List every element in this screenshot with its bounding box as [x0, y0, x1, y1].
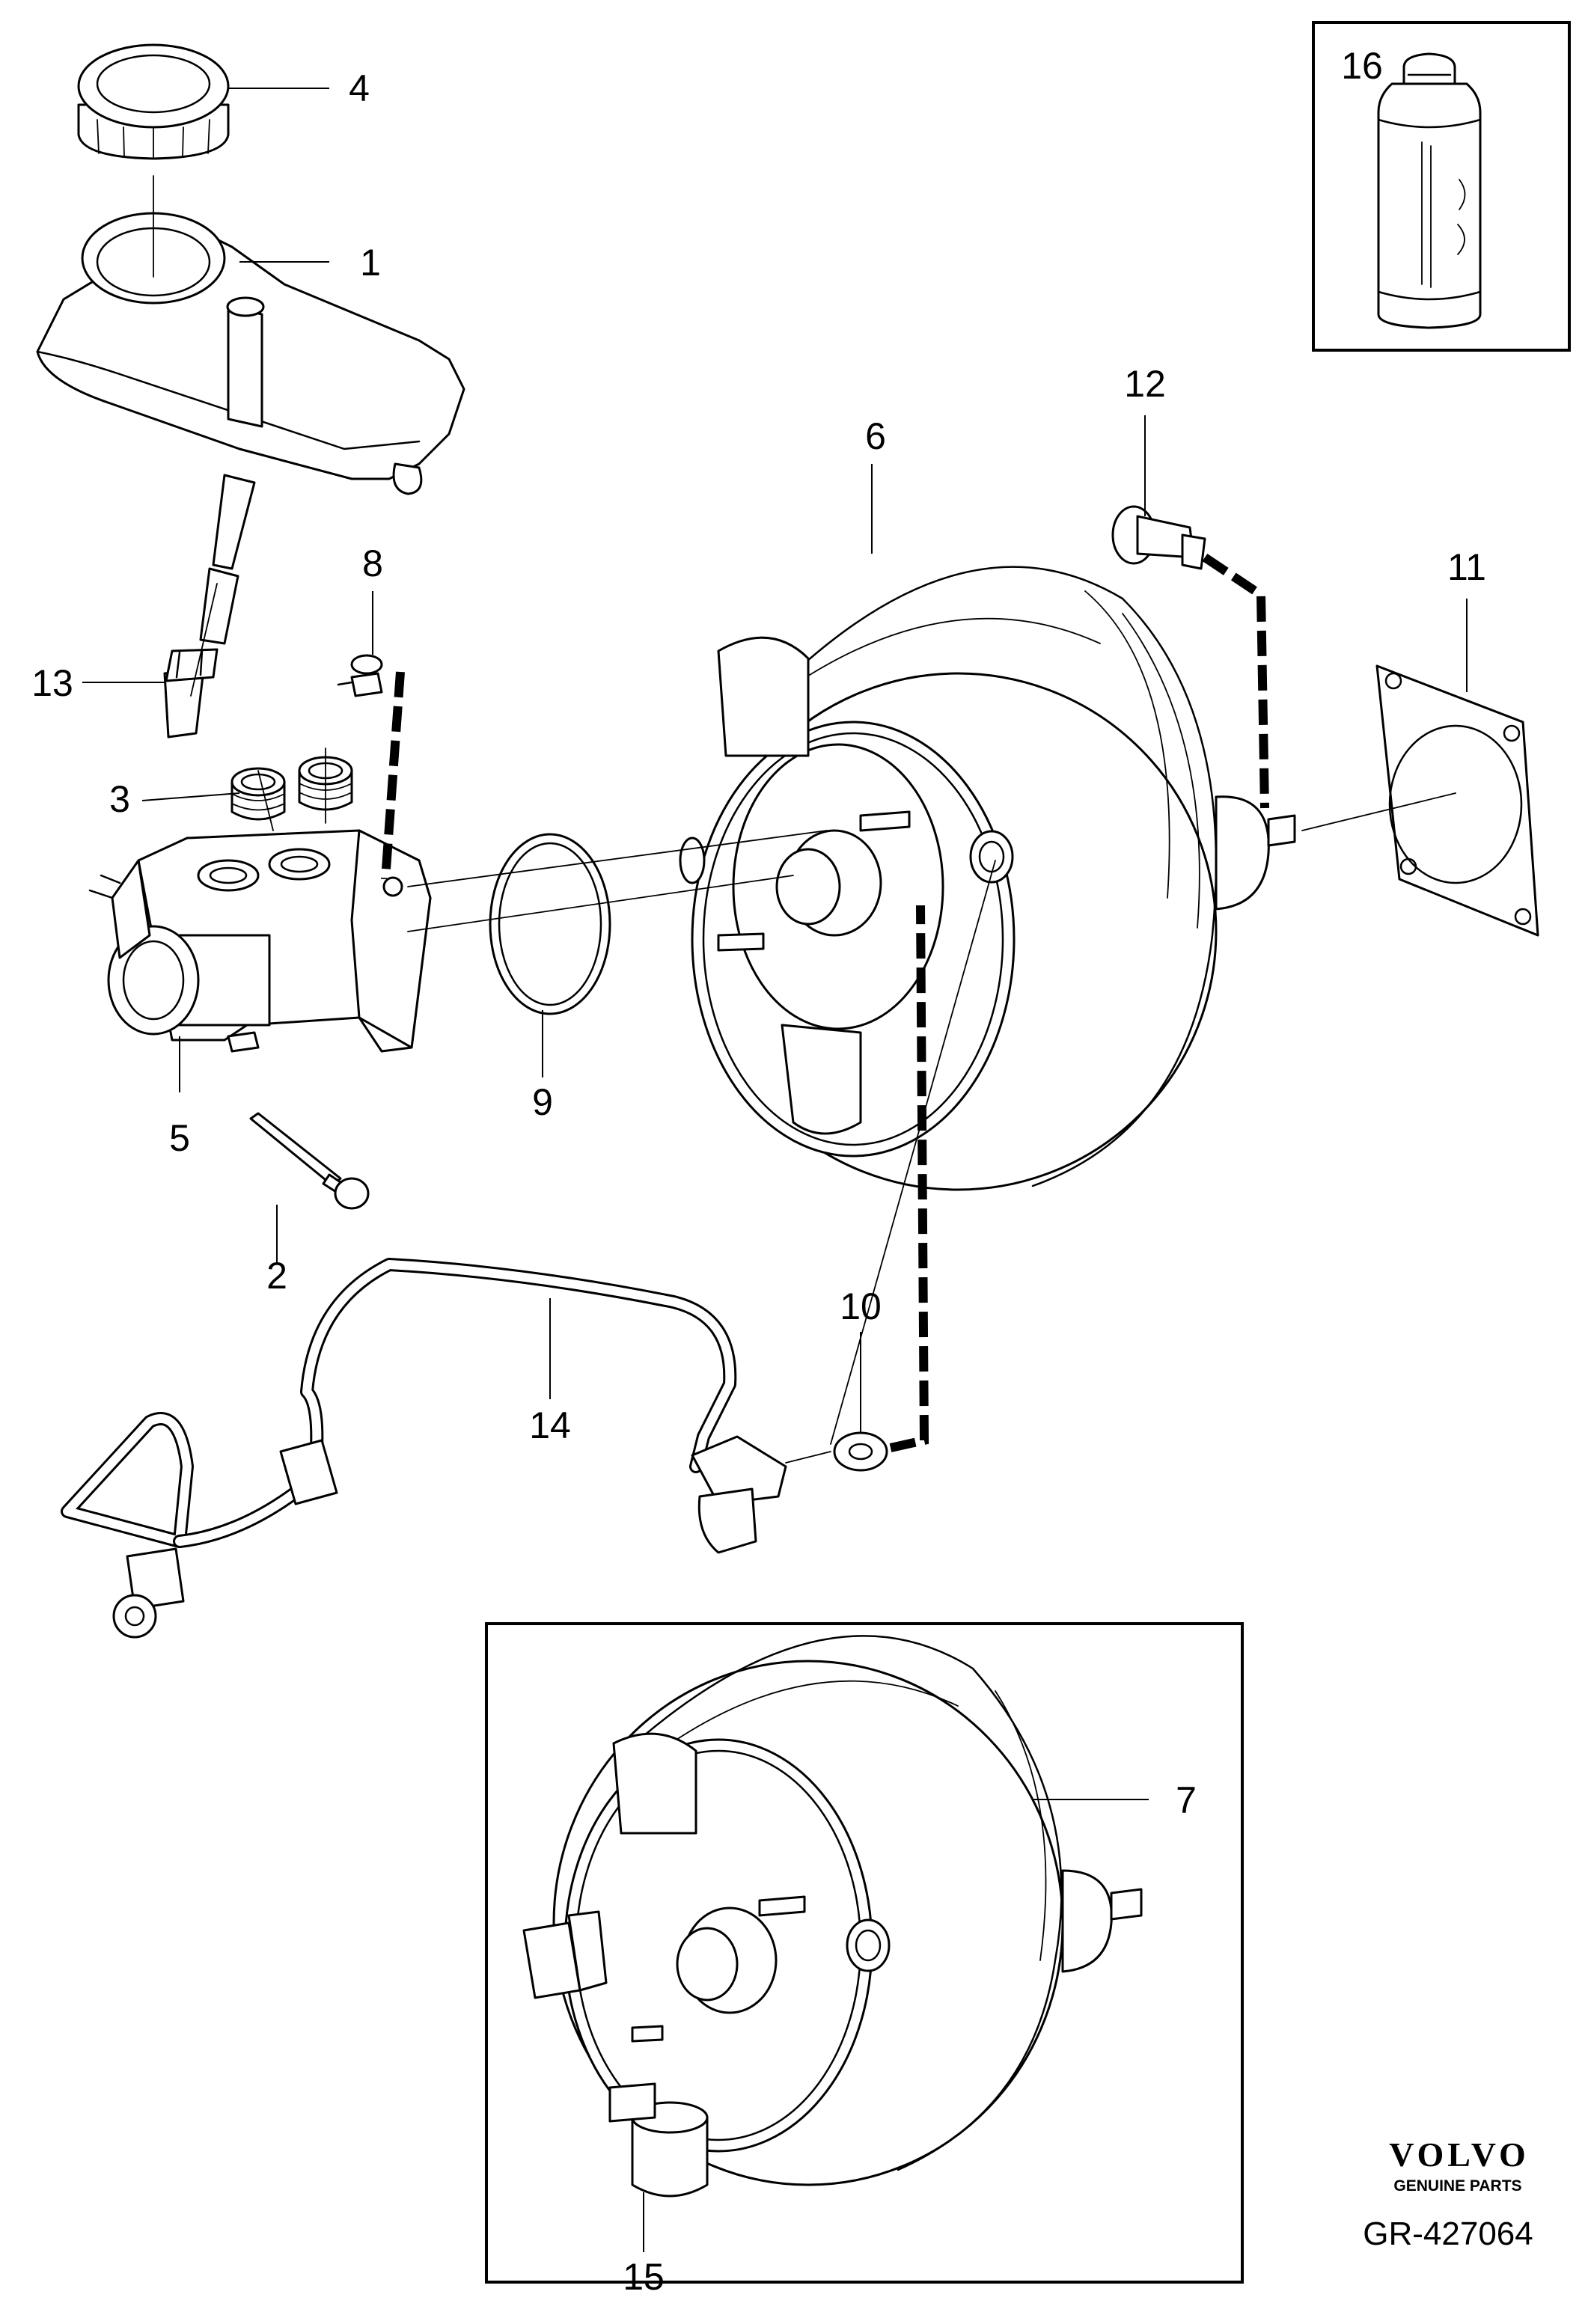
callout-8: 8: [362, 542, 383, 584]
mounting-bolt: [249, 1112, 370, 1210]
callout-9: 9: [532, 1081, 553, 1123]
callout-16: 16: [1341, 45, 1383, 87]
o-ring-seal: [489, 833, 611, 1015]
callout-7: 7: [1176, 1779, 1197, 1821]
volvo-logo: VOLVO: [1389, 2135, 1530, 2174]
callout-11: 11: [1447, 546, 1486, 588]
callout-14: 14: [529, 1404, 571, 1446]
callout-labels: 1 2 3 4 5 6 7 8 9 10 11 12 13 14 15 16: [31, 45, 1486, 2298]
callout-5: 5: [169, 1117, 190, 1159]
callout-10: 10: [840, 1285, 882, 1327]
callout-13: 13: [31, 662, 73, 704]
mounting-nut: [833, 1431, 888, 1472]
callout-leaders: [82, 88, 1468, 2252]
genuine-parts-label: GENUINE PARTS: [1393, 2177, 1521, 2195]
brake-fluid-reservoir: [36, 212, 465, 645]
callout-6: 6: [865, 415, 886, 457]
hose-connector: [163, 648, 219, 739]
bottle-frame: [1312, 21, 1571, 352]
booster-gasket: [1375, 664, 1539, 937]
brake-booster-kit: [485, 1622, 1244, 2284]
cylinder-screw: [337, 654, 383, 697]
assembly-lines: [153, 175, 1456, 1464]
master-cylinder: [88, 829, 432, 1053]
reservoir-cap: [77, 43, 230, 160]
callout-15: 15: [623, 2256, 665, 2298]
callout-1: 1: [360, 242, 381, 284]
branding: VOLVO GENUINE PARTS GR-427064: [1363, 2135, 1533, 2252]
callout-2: 2: [266, 1255, 287, 1297]
retaining-clip: [1111, 505, 1206, 570]
callout-3: 3: [109, 778, 130, 820]
vacuum-hose: [61, 1258, 787, 1639]
callout-4: 4: [349, 67, 370, 109]
grommet-seals: [230, 756, 353, 821]
callout-12: 12: [1124, 363, 1166, 405]
brake-booster: [679, 566, 1296, 1191]
brake-fluid-bottle: [1312, 21, 1571, 352]
booster-kit-frame: [485, 1622, 1244, 2284]
reference-number: GR-427064: [1363, 2216, 1533, 2252]
